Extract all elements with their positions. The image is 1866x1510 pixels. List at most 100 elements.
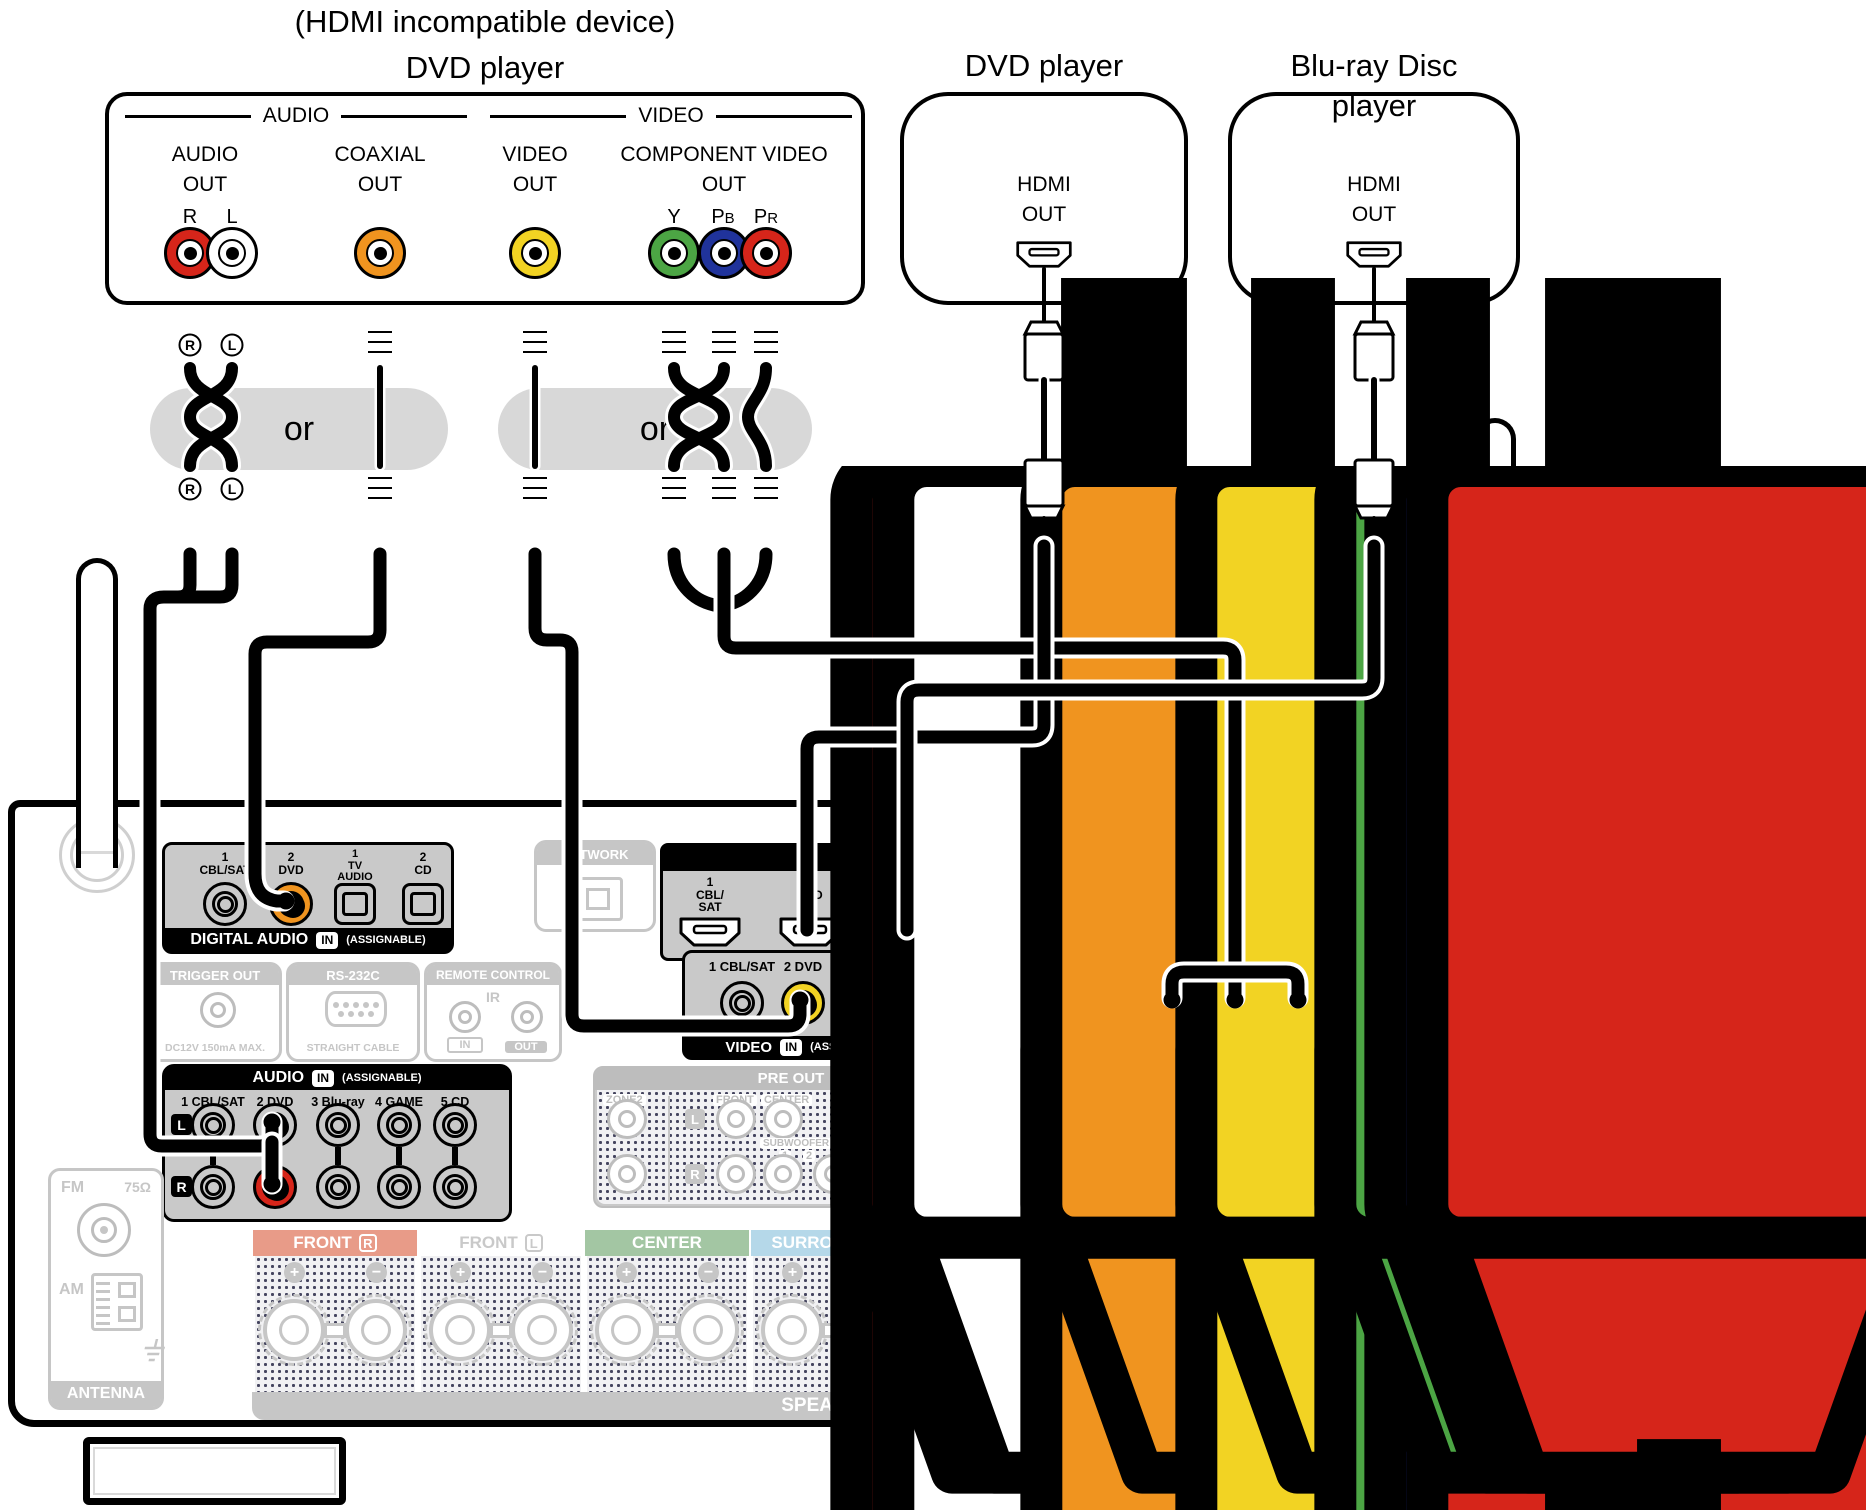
post-link [324,1323,346,1338]
antenna-rod-left [76,558,118,868]
component-jack-label: Y [974,1025,981,1035]
coaxial-1-cblsat-jack [203,882,247,926]
rule-line [125,114,251,118]
post-plus: + [284,1262,305,1283]
preout-jack [813,1154,853,1194]
binding-post [424,1294,496,1366]
binding-post [506,1294,578,1366]
preout-jack [716,1099,756,1139]
ethernet-port-icon [573,877,623,921]
bluray-title-line2: player [1331,88,1417,123]
post-link [490,1323,512,1338]
audio-left-mark: L [171,1114,192,1135]
plug-r-label: R [185,481,195,497]
audio-jack [191,1165,235,1209]
monitor-label: MONITOR [1524,878,1586,893]
audio-group-header: AUDIO [125,104,468,128]
post-plus: + [782,1262,803,1283]
video-3-game-jack [853,981,897,1025]
component-pr-jack [740,227,792,279]
pre-out-label: PRE OUT [595,1068,987,1090]
rs232c-label: RS-232C [289,965,417,985]
hdmi-port-icon [978,916,1042,948]
binding-post [672,1294,744,1366]
plug-l-label: L [228,337,237,353]
binding-post [258,1294,330,1366]
binding-post [340,1294,412,1366]
preout-jack [868,1099,908,1139]
post-plus: + [616,1262,637,1283]
audio-jack [316,1103,360,1147]
zone2-label: ZONE2 [1359,876,1406,890]
jack-link [210,1147,216,1165]
hdmi-port-icon [1178,916,1242,948]
hdmi-monitor-port-icon [1511,910,1583,946]
arc-label: ARC [1540,896,1570,911]
preout-jack [716,1154,756,1194]
post-plus: + [450,1262,471,1283]
post-link [1155,1323,1177,1338]
hdmi-port-icon [878,916,942,948]
remote-in-badge: IN [447,1037,483,1053]
component-jack-label: PR/CR [1081,1025,1110,1035]
remote-control-label: REMOTE CONTROL [427,965,559,985]
receiver-foot-left [83,1437,346,1505]
component-group-label: 1 CBL/SAT [1012,959,1080,974]
audio-2-dvd-r-jack [253,1165,297,1209]
trigger-out-section: TRIGGER OUT DC12V 150mA MAX. [148,962,282,1062]
post-minus: − [1363,1262,1384,1283]
audio-jack [191,1103,235,1147]
impedance-label: IMPEDANCE : 4~16Ω [1271,1398,1401,1413]
rs232c-section: RS-232C STRAIGHT CABLE [286,962,420,1062]
hdmi-incompatible-note: (HDMI incompatible device) [294,4,676,39]
trigger-note: DC12V 150mA MAX. [165,1042,265,1054]
component-jack-label: Y [1171,1025,1178,1035]
assignable-label: ASSIGNABLE [1206,1372,1292,1387]
jack-y-label: Y [667,206,681,228]
rule-line [715,114,853,118]
preout-jack [763,1099,803,1139]
network-label: NETWORK [537,843,653,865]
remote-in-jack [449,1001,481,1033]
jack-link [335,1147,341,1165]
coaxial-2-dvd-jack [269,882,313,926]
preout-jack [924,1099,964,1139]
preout-jack [763,1154,803,1194]
fm-antenna-jack [77,1203,131,1257]
audio-jack [433,1165,477,1209]
speaker-header-center: CENTER [585,1230,749,1256]
video-2-dvd-jack [781,981,825,1025]
audio-jack [377,1103,421,1147]
component-dvd-pr-jack [1279,981,1323,1025]
ac-in-label: AC IN [1742,925,1794,946]
component-jack-label: PB/CB [1021,1025,1050,1035]
hdmi-out-icon [1345,240,1403,269]
remote-control-section: REMOTE CONTROL IR IN OUT [424,962,562,1062]
component-cblsat-y-jack [956,981,1000,1025]
speakers-bar: SPEAKERS IMPEDANCE : 4~16Ω [252,1392,1415,1420]
divider [668,1096,670,1202]
component-dvd-pb-jack [1216,981,1260,1025]
post-link [988,1323,1010,1338]
preout-left-mark: L [685,1109,705,1129]
binding-post [922,1294,994,1366]
